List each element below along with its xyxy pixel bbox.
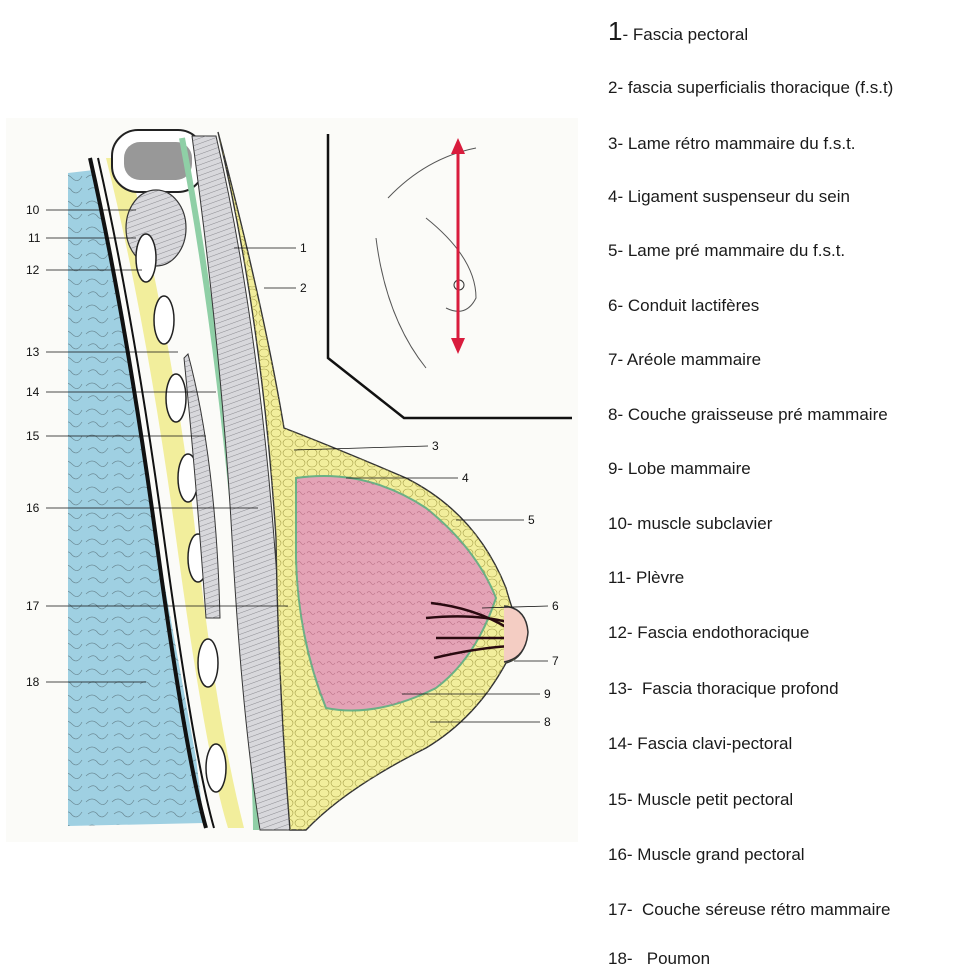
callout-12: 12 bbox=[26, 263, 40, 277]
legend-item-8: 8- Couche graisseuse pré mammaire bbox=[608, 405, 888, 425]
callout-2: 2 bbox=[300, 281, 307, 295]
callout-6: 6 bbox=[552, 599, 559, 613]
legend-number: 1 bbox=[608, 16, 622, 46]
callout-3: 3 bbox=[432, 439, 439, 453]
breast-section-diagram: 1 2 3 4 5 6 7 8 9 10 11 12 13 14 15 16 1… bbox=[6, 118, 578, 842]
legend-number: 14 bbox=[608, 734, 627, 753]
callout-5: 5 bbox=[528, 513, 535, 527]
callout-7: 7 bbox=[552, 654, 559, 668]
callout-14: 14 bbox=[26, 385, 40, 399]
legend-text: - Lame pré mammaire du f.s.t. bbox=[617, 241, 845, 260]
callout-17: 17 bbox=[26, 599, 40, 613]
legend-item-13: 13- Fascia thoracique profond bbox=[608, 679, 839, 699]
legend-item-14: 14- Fascia clavi-pectoral bbox=[608, 734, 792, 754]
legend-number: 10 bbox=[608, 514, 627, 533]
callout-11: 11 bbox=[28, 231, 41, 245]
legend-text: - Muscle petit pectoral bbox=[627, 790, 793, 809]
legend-item-5: 5- Lame pré mammaire du f.s.t. bbox=[608, 241, 845, 261]
legend-text: - Poumon bbox=[627, 949, 710, 968]
legend-text: - Muscle grand pectoral bbox=[627, 845, 805, 864]
legend-text: - Fascia pectoral bbox=[622, 25, 748, 44]
legend-text: - muscle subclavier bbox=[627, 514, 773, 533]
legend-text: - Fascia clavi-pectoral bbox=[627, 734, 792, 753]
callout-16: 16 bbox=[26, 501, 40, 515]
legend-text: - Aréole mammaire bbox=[617, 350, 761, 369]
legend-text: - Ligament suspenseur du sein bbox=[617, 187, 849, 206]
legend-item-11: 11- Plèvre bbox=[608, 568, 684, 588]
callout-18: 18 bbox=[26, 675, 40, 689]
callout-10: 10 bbox=[26, 203, 40, 217]
legend: 1- Fascia pectoral 2- fascia superficial… bbox=[608, 0, 966, 976]
legend-text: - Conduit lactifères bbox=[617, 296, 759, 315]
callout-9: 9 bbox=[544, 687, 551, 701]
legend-item-3: 3- Lame rétro mammaire du f.s.t. bbox=[608, 134, 856, 154]
legend-text: - Fascia endothoracique bbox=[627, 623, 809, 642]
legend-text: - fascia superficialis thoracique (f.s.t… bbox=[617, 78, 893, 97]
legend-text: - Lame rétro mammaire du f.s.t. bbox=[617, 134, 855, 153]
legend-item-18: 18- Poumon bbox=[608, 949, 710, 969]
legend-item-4: 4- Ligament suspenseur du sein bbox=[608, 187, 850, 207]
callout-13: 13 bbox=[26, 345, 40, 359]
callout-4: 4 bbox=[462, 471, 469, 485]
legend-item-10: 10- muscle subclavier bbox=[608, 514, 772, 534]
legend-text: - Couche séreuse rétro mammaire bbox=[627, 900, 891, 919]
legend-item-12: 12- Fascia endothoracique bbox=[608, 623, 809, 643]
legend-item-1: 1- Fascia pectoral bbox=[608, 16, 748, 47]
legend-item-16: 16- Muscle grand pectoral bbox=[608, 845, 805, 865]
callout-8: 8 bbox=[544, 715, 551, 729]
legend-text: - Plèvre bbox=[626, 568, 685, 587]
legend-text: - Couche graisseuse pré mammaire bbox=[617, 405, 887, 424]
legend-number: 15 bbox=[608, 790, 627, 809]
callout-1: 1 bbox=[300, 241, 307, 255]
anatomy-figure: 1 2 3 4 5 6 7 8 9 10 11 12 13 14 15 16 1… bbox=[6, 118, 578, 842]
legend-item-17: 17- Couche séreuse rétro mammaire bbox=[608, 900, 891, 920]
legend-text: - Fascia thoracique profond bbox=[627, 679, 839, 698]
legend-number: 12 bbox=[608, 623, 627, 642]
legend-item-15: 15- Muscle petit pectoral bbox=[608, 790, 793, 810]
legend-number: 18 bbox=[608, 949, 627, 968]
legend-item-6: 6- Conduit lactifères bbox=[608, 296, 759, 316]
callout-15: 15 bbox=[26, 429, 40, 443]
legend-item-7: 7- Aréole mammaire bbox=[608, 350, 761, 370]
legend-item-2: 2- fascia superficialis thoracique (f.s.… bbox=[608, 78, 893, 98]
legend-number: 17 bbox=[608, 900, 627, 919]
legend-number: 11 bbox=[608, 568, 626, 587]
legend-number: 16 bbox=[608, 845, 627, 864]
legend-number: 13 bbox=[608, 679, 627, 698]
legend-item-9: 9- Lobe mammaire bbox=[608, 459, 751, 479]
legend-text: - Lobe mammaire bbox=[617, 459, 750, 478]
